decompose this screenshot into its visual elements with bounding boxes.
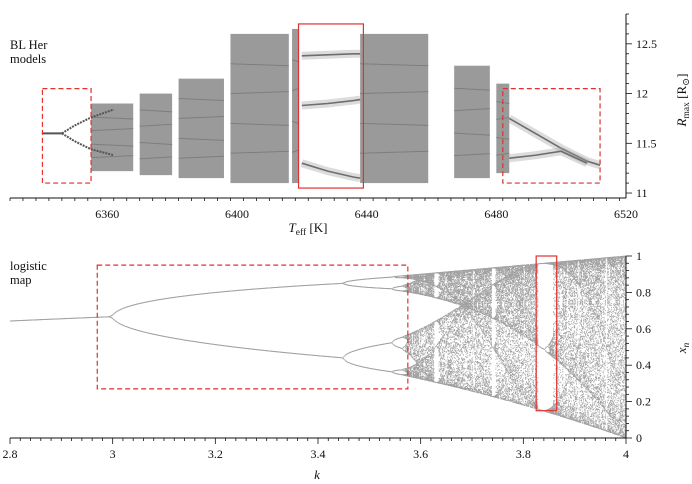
bifurcation-points	[10, 255, 627, 439]
band-texture-line	[360, 91, 429, 95]
band-texture-line	[454, 87, 490, 91]
top-plot-area	[42, 28, 602, 184]
band-texture-line	[139, 142, 173, 145]
chaotic-band	[454, 65, 490, 179]
band-texture-line	[139, 109, 173, 113]
band-texture-line	[291, 59, 299, 63]
top-dashed-highlight-box	[502, 87, 601, 184]
top-solid-highlight-box	[297, 23, 364, 189]
band-texture-line	[91, 155, 134, 159]
band-texture-line	[230, 150, 289, 154]
top-axes: 6360 6400 6440 6480 6520 11 11.5 12 12.5	[9, 13, 657, 221]
top-x-tick-label: 6360	[95, 207, 119, 221]
band-texture-line	[360, 122, 429, 126]
bottom-x-tick-label: 3.2	[208, 447, 223, 461]
band-texture-line	[91, 143, 134, 147]
top-x-tick-label: 6480	[484, 207, 508, 221]
chaotic-band	[360, 33, 429, 184]
top-panel-label-line1: BL Her	[10, 38, 48, 52]
periodic-window-branch	[301, 162, 361, 179]
bottom-y-tick-label: 0.2	[636, 395, 651, 409]
bottom-y-tick-label: 0	[636, 431, 642, 445]
band-texture-line	[91, 128, 134, 132]
top-y-tick-label: 11.5	[636, 136, 657, 150]
band-texture-line	[496, 136, 510, 140]
top-y-tick-label: 12	[636, 87, 648, 101]
band-texture-line	[230, 122, 289, 126]
periodic-window-branch	[509, 150, 588, 164]
band-texture-line	[454, 153, 490, 157]
top-x-axis-title: Teff [K]	[289, 220, 328, 238]
bottom-plot-area	[10, 255, 627, 439]
periodic-window-halo	[507, 114, 602, 170]
band-texture-line	[291, 120, 299, 124]
chaotic-band	[178, 78, 224, 179]
top-y-tick-label: 11	[636, 186, 648, 200]
band-texture-line	[360, 63, 429, 67]
periodic-window-halo	[508, 147, 589, 167]
period-2-upper-branch	[61, 108, 115, 135]
bottom-panel: 2.8 3 3.2 3.4 3.6 3.8 40 0.2 0.4 0.6 0.8 1 logistic…	[3, 249, 692, 482]
bottom-panel-label-line2: map	[10, 273, 32, 287]
periodic-window-halo	[300, 159, 361, 183]
bottom-dashed-highlight-box	[96, 264, 409, 390]
top-x-tick-label: 6520	[614, 207, 638, 221]
band-texture-line	[230, 63, 289, 67]
period-2-lower-branch	[61, 132, 115, 157]
top-x-tick-label: 6400	[225, 207, 249, 221]
bottom-x-tick-label: 4	[623, 447, 629, 461]
bottom-x-tick-label: 3.4	[311, 447, 326, 461]
band-texture-line	[230, 91, 289, 95]
periodic-window-halo	[301, 95, 361, 110]
chaotic-band	[139, 93, 173, 176]
chaotic-band	[91, 103, 134, 172]
periodic-window-branch	[301, 98, 361, 107]
bottom-x-tick-label: 3.6	[413, 447, 428, 461]
bottom-highlight-boxes	[96, 255, 558, 412]
chaotic-band	[230, 33, 289, 184]
band-texture-line	[360, 150, 429, 154]
bottom-x-tick-label: 2.8	[3, 447, 18, 461]
bottom-axes: 2.8 3 3.2 3.4 3.6 3.8 40 0.2 0.4 0.6 0.8 1	[3, 249, 652, 461]
band-texture-line	[139, 123, 173, 127]
periodic-window-branch	[508, 117, 601, 166]
top-x-tick-label: 6440	[355, 207, 379, 221]
bottom-solid-highlight-box	[535, 255, 558, 412]
top-dashed-highlight-box	[41, 87, 92, 184]
band-texture-line	[454, 108, 490, 112]
bottom-y-tick-label: 0.4	[636, 358, 651, 372]
top-y-axis-title: Rmax [R⊙]	[674, 74, 692, 128]
bottom-x-tick-label: 3	[110, 447, 116, 461]
band-texture-line	[178, 98, 225, 102]
top-y-tick-label: 12.5	[636, 37, 657, 51]
bottom-y-axis-title: xn	[674, 342, 692, 354]
periodic-window-halo	[301, 49, 361, 60]
bottom-y-tick-label: 0.8	[636, 285, 651, 299]
band-texture-line	[91, 116, 134, 120]
band-texture-line	[291, 149, 299, 153]
chaotic-band	[496, 83, 510, 174]
top-highlight-boxes	[41, 23, 601, 189]
top-panel-label-line2: models	[10, 52, 46, 66]
band-texture-line	[139, 156, 173, 160]
band-texture-line	[178, 155, 225, 159]
bottom-panel-label-line1: logistic	[10, 259, 47, 273]
band-texture-line	[454, 132, 490, 136]
band-texture-line	[178, 137, 225, 141]
bottom-x-tick-label: 3.8	[516, 447, 531, 461]
band-texture-line	[291, 88, 299, 92]
bottom-y-tick-label: 1	[636, 249, 642, 263]
band-texture-line	[496, 152, 510, 156]
chaotic-band	[292, 28, 299, 184]
periodic-window-branch	[301, 52, 361, 57]
bottom-x-axis-title: k	[314, 467, 320, 482]
band-texture-line	[178, 115, 225, 119]
bottom-y-tick-label: 0.6	[636, 322, 651, 336]
